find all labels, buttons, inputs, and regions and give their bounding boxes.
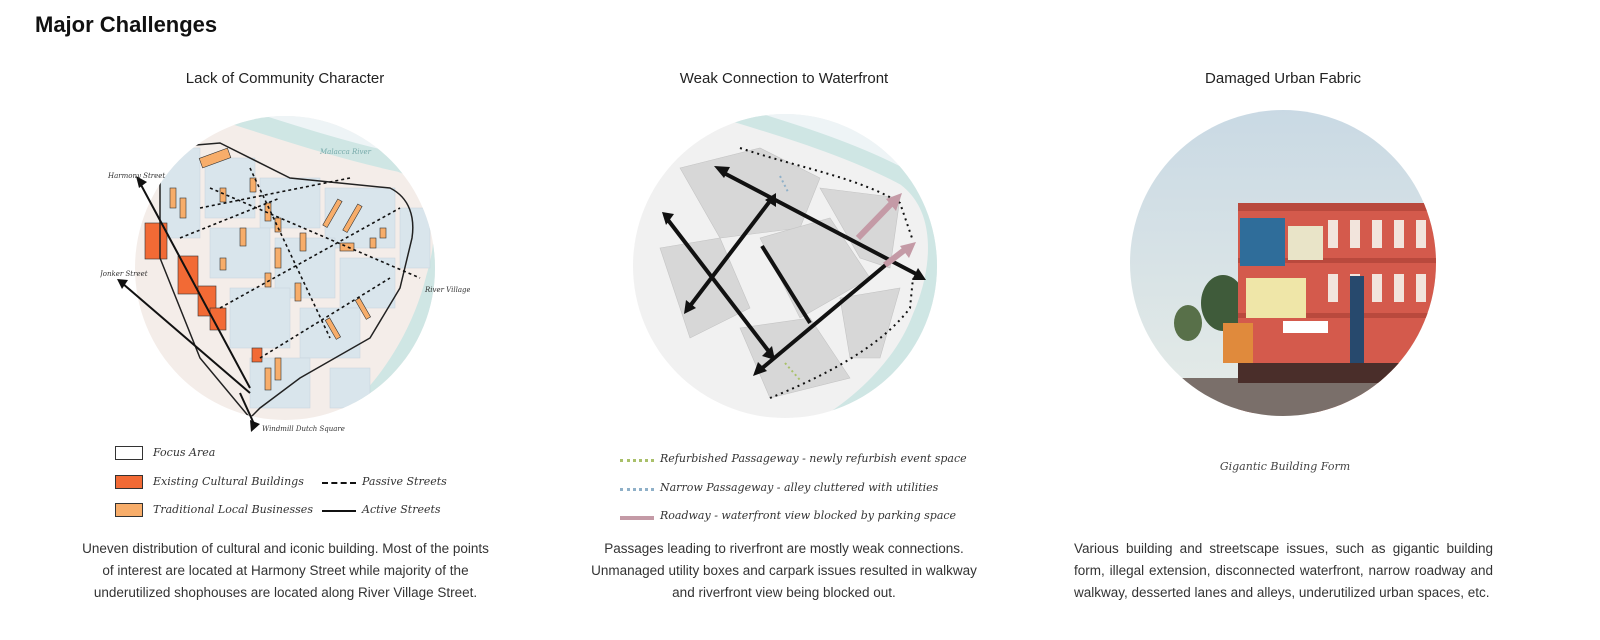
focus-area-swatch: [115, 446, 143, 460]
trees: [1174, 275, 1245, 341]
roadway-swatch: [620, 516, 654, 520]
label-windmill-dutch-square: Windmill Dutch Square: [262, 425, 345, 433]
main-passages: [666, 170, 921, 372]
passive-walkways: [739, 147, 914, 399]
passive-streets-swatch: [322, 482, 356, 484]
cultural-buildings: [144, 222, 263, 363]
focus-area-outline: [159, 142, 414, 420]
label-harmony-street: Harmony Street: [107, 172, 165, 180]
community-character-map: Harmony Street Jonker Street River Villa…: [100, 116, 470, 433]
legend-roadway: Roadway - waterfront view blocked by par…: [660, 509, 957, 522]
legend-narrow-passageway: Narrow Passageway - alley cluttered with…: [660, 481, 939, 494]
legend-active-streets: Active Streets: [362, 503, 441, 516]
active-street-arrows: [117, 176, 260, 432]
traditional-businesses: [169, 147, 387, 391]
urban-blocks: [159, 147, 431, 409]
gigantic-building-photo: [1130, 110, 1436, 416]
street: [1130, 378, 1436, 416]
signboards: [1240, 218, 1364, 366]
legend-cultural-buildings: Existing Cultural Buildings: [153, 475, 304, 488]
narrow-swatch: [620, 488, 654, 491]
page-title: Major Challenges: [35, 12, 218, 37]
passage-arrows: [662, 166, 926, 376]
label-river-village-street: River Village Street: [424, 286, 470, 294]
waterfront-connection-map: [633, 114, 937, 418]
label-jonker-street: Jonker Street: [100, 270, 148, 278]
refurbished-passage-line: [784, 362, 801, 381]
legend-passive-streets: Passive Streets: [362, 475, 447, 488]
label-malacca-river: Malacca River: [319, 148, 372, 156]
photo-caption: Gigantic Building Form: [1219, 460, 1351, 473]
refurbished-swatch: [620, 459, 654, 462]
legend-refurbished-passageway: Refurbished Passageway - newly refurbish…: [660, 452, 967, 465]
description-waterfront-connection: Passages leading to riverfront are mostl…: [591, 541, 977, 600]
decoration: [1223, 323, 1253, 363]
active-streets-swatch: [322, 510, 356, 512]
title-urban-fabric: Damaged Urban Fabric: [1205, 70, 1361, 87]
cultural-swatch: [115, 475, 143, 489]
legend-focus-area: Focus Area: [153, 446, 216, 459]
title-waterfront-connection: Weak Connection to Waterfront: [679, 70, 889, 87]
active-streets: [121, 182, 256, 427]
legend-traditional-businesses: Traditional Local Businesses: [153, 503, 313, 516]
roadway-lines: [855, 200, 909, 268]
roadway-arrows: [886, 193, 916, 258]
passive-streets: [179, 167, 421, 359]
urban-blocks: [659, 147, 901, 399]
malacca-river: [207, 116, 435, 420]
ground-floor: [1238, 363, 1436, 383]
traditional-swatch: [115, 503, 143, 517]
description-urban-fabric: Various building and streetscape issues,…: [1074, 541, 1493, 600]
title-community-character: Lack of Community Character: [185, 70, 385, 87]
description-community-character: Uneven distribution of cultural and icon…: [82, 541, 489, 600]
